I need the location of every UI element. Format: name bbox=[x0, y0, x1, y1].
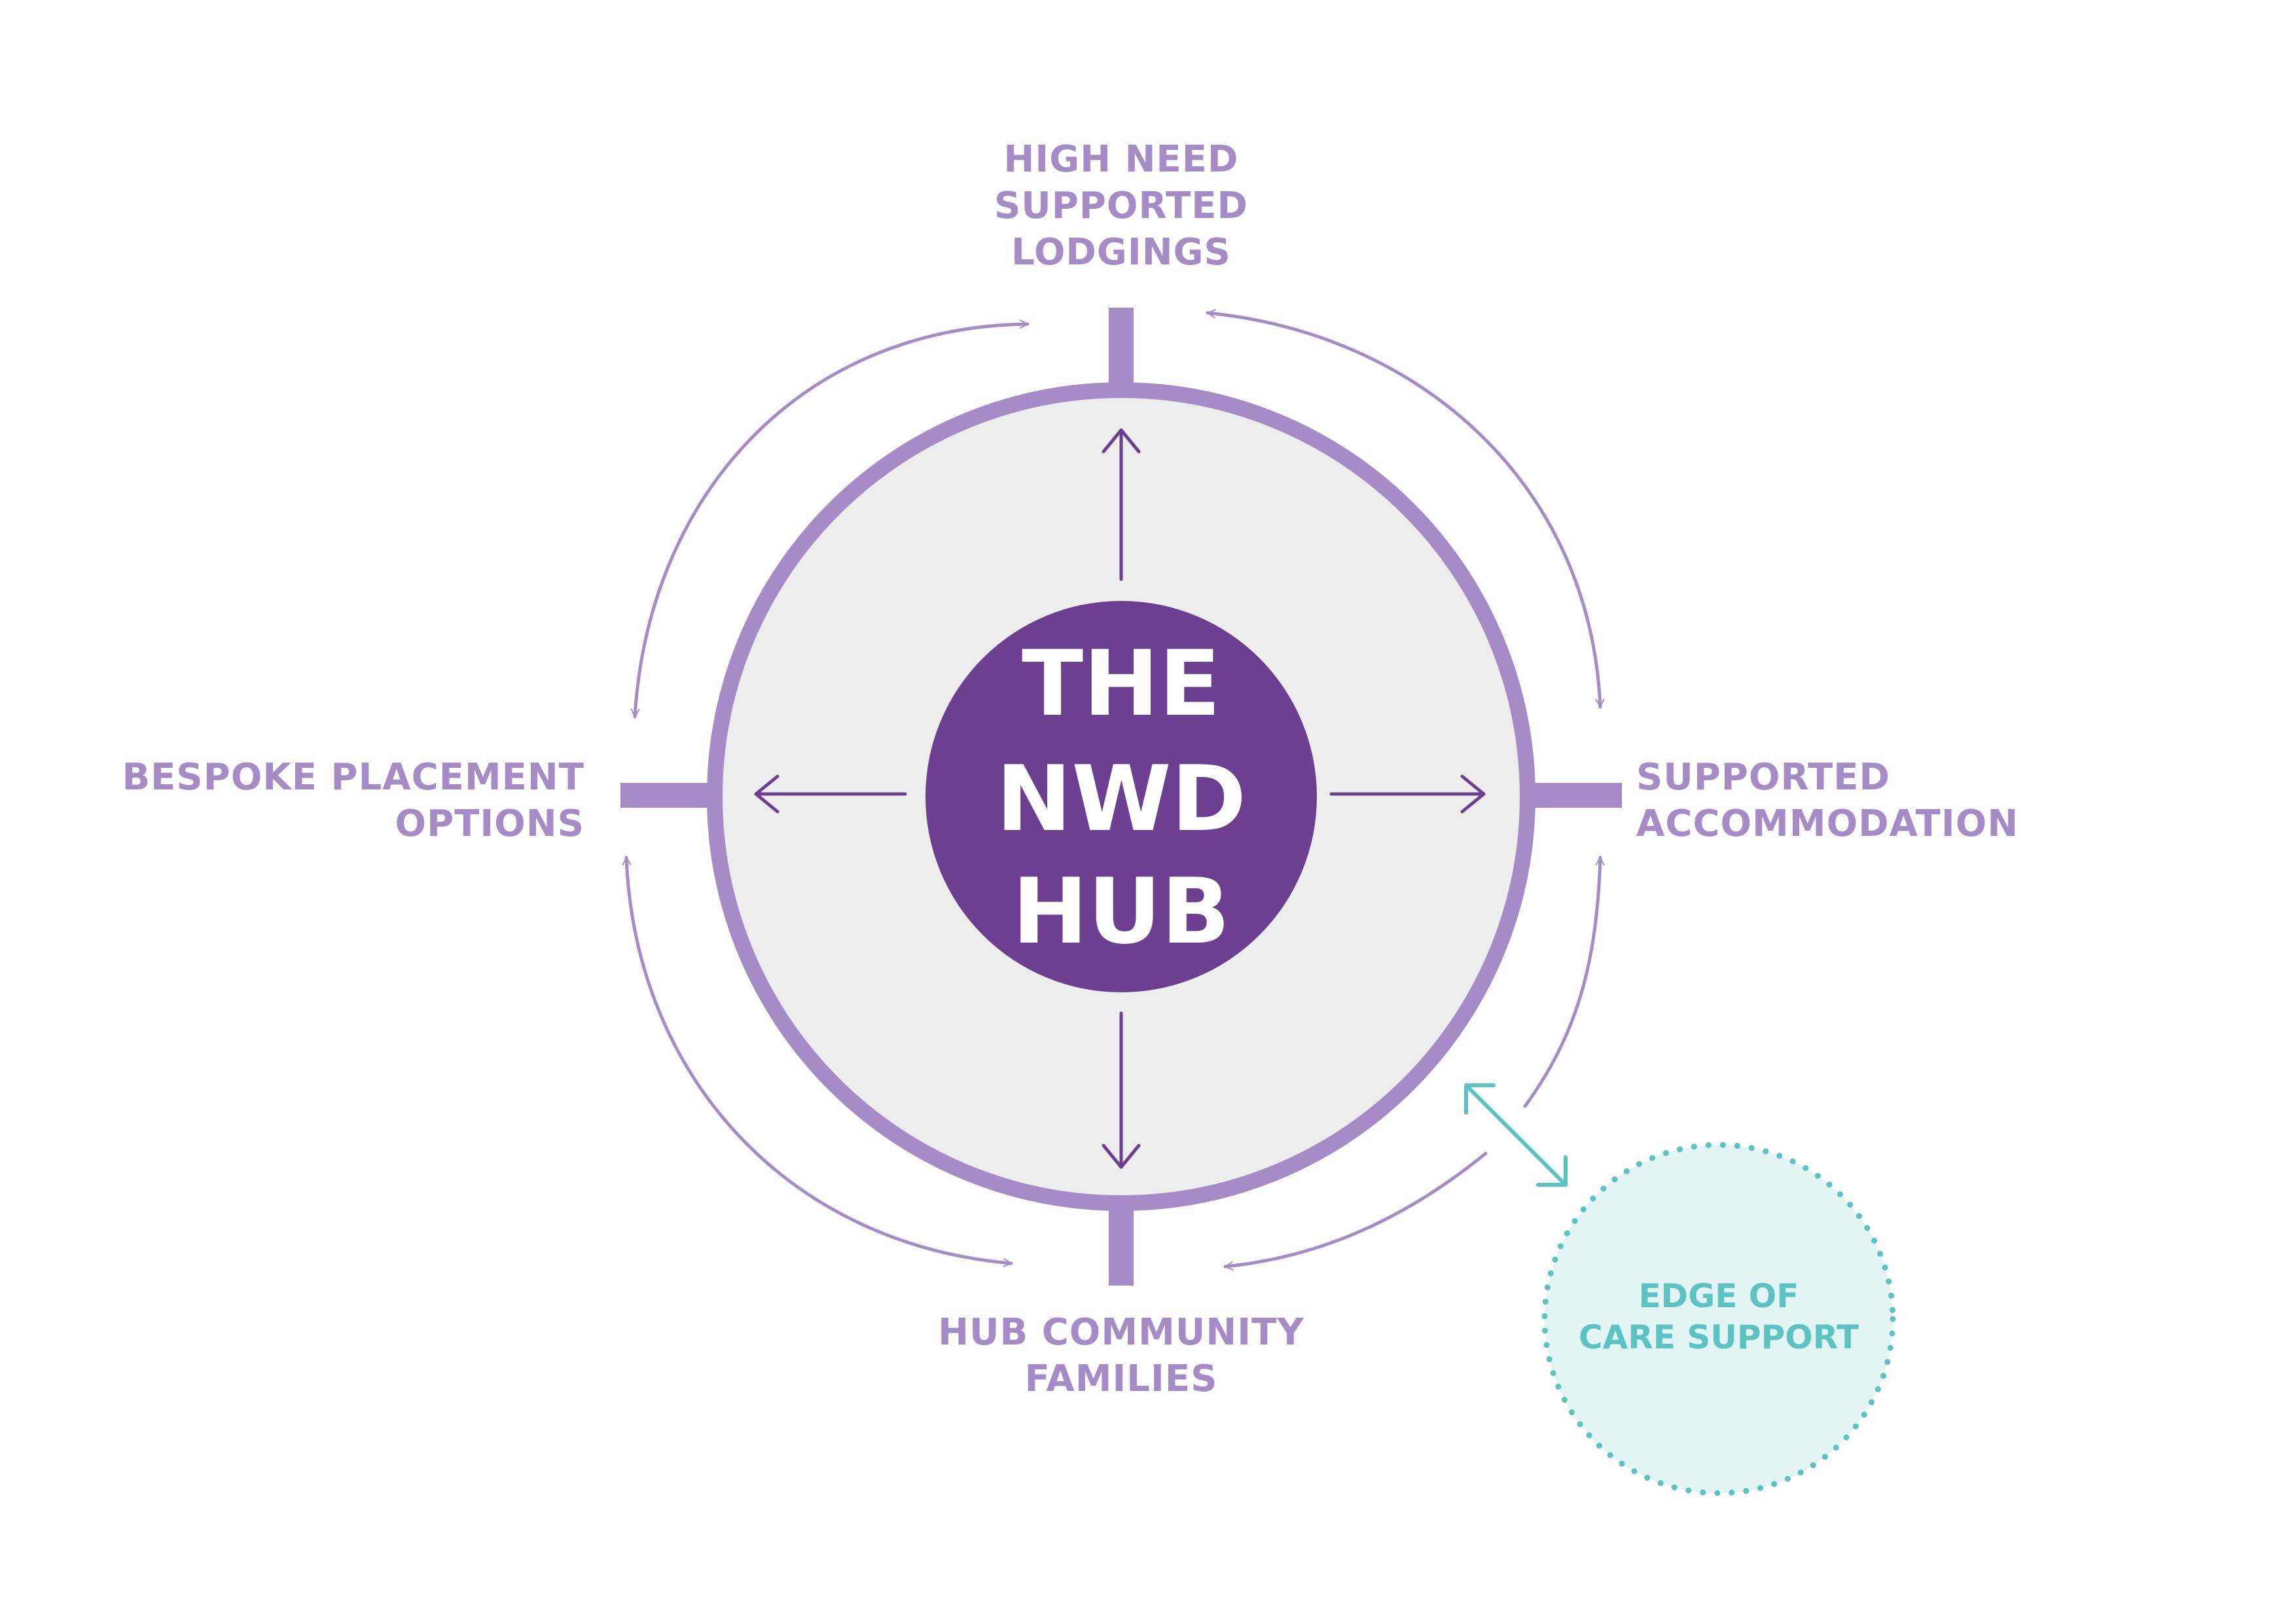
edge-of-care-node: EDGE OF CARE SUPPORT bbox=[1541, 1142, 1896, 1496]
arc-top-left-arrow bbox=[630, 319, 1030, 719]
arc-top-right-arrow bbox=[1206, 308, 1605, 709]
tick-top bbox=[1109, 308, 1134, 398]
inner-arrows bbox=[754, 428, 1486, 1169]
teal-double-arrow-icon bbox=[1464, 1083, 1568, 1187]
edge-line-1: EDGE OF bbox=[1639, 1277, 1799, 1315]
label-top: HIGH NEED SUPPORTED LODGINGS bbox=[994, 138, 1248, 274]
label-top-line-1: HIGH NEED bbox=[1004, 138, 1239, 181]
label-right-line-1: SUPPORTED bbox=[1636, 756, 1890, 799]
arrow-right-icon bbox=[1329, 774, 1486, 814]
tick-right bbox=[1526, 783, 1622, 808]
arc-bottom-right-lower-arrow bbox=[1223, 1151, 1488, 1271]
label-left-line-1: BESPOKE PLACEMENT bbox=[122, 756, 584, 799]
arc-bottom-left-arrow bbox=[622, 856, 1013, 1268]
label-left-line-2: OPTIONS bbox=[395, 803, 585, 845]
label-left: BESPOKE PLACEMENT OPTIONS bbox=[122, 756, 584, 845]
arrow-up-icon bbox=[1102, 428, 1141, 581]
arrow-down-icon bbox=[1102, 1011, 1141, 1169]
arrow-left-icon bbox=[754, 774, 907, 814]
edge-line-2: CARE SUPPORT bbox=[1579, 1318, 1859, 1356]
hub-line-2: NWD bbox=[996, 746, 1246, 852]
tick-left bbox=[620, 783, 716, 808]
label-bottom-line-2: FAMILIES bbox=[1025, 1358, 1218, 1400]
label-top-line-2: SUPPORTED bbox=[994, 185, 1248, 227]
edge-circle bbox=[1541, 1142, 1896, 1496]
hub-line-1: THE bbox=[1022, 631, 1221, 736]
label-right: SUPPORTED ACCOMMODATION bbox=[1636, 756, 2018, 845]
tick-bottom bbox=[1109, 1195, 1134, 1286]
label-right-line-2: ACCOMMODATION bbox=[1636, 803, 2018, 845]
label-top-line-3: LODGINGS bbox=[1011, 231, 1231, 274]
hub-line-3: HUB bbox=[1013, 859, 1230, 964]
outer-arrows bbox=[622, 308, 1605, 1271]
arc-bottom-right-arrow bbox=[1523, 856, 1605, 1108]
label-bottom: HUB COMMUNITY FAMILIES bbox=[938, 1311, 1304, 1400]
label-bottom-line-1: HUB COMMUNITY bbox=[938, 1311, 1304, 1354]
